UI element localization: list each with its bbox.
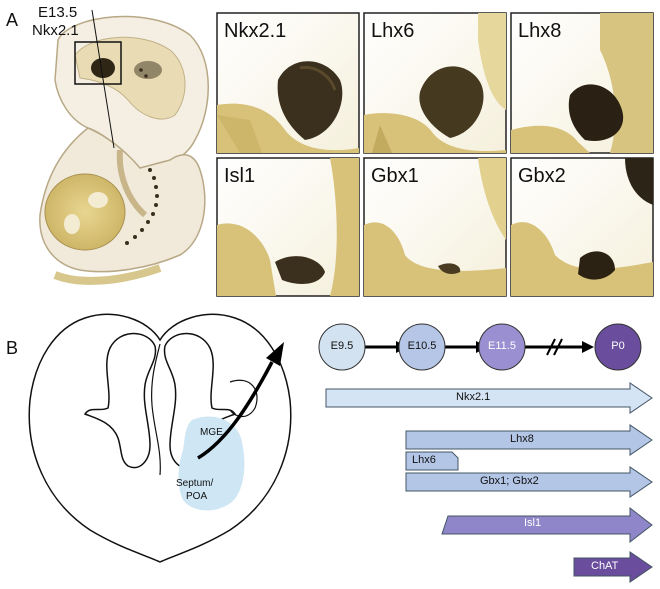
arrow-chat xyxy=(573,551,653,583)
embryo-whole-mount-image xyxy=(39,9,209,285)
tile-isl1 xyxy=(216,157,360,297)
timepoint-label-e105: E10.5 xyxy=(407,340,437,352)
timepoint-label-e95: E9.5 xyxy=(330,340,354,352)
tile-lhx6 xyxy=(363,12,507,154)
tile-gbx1 xyxy=(363,157,507,297)
tile-label-isl1: Isl1 xyxy=(224,165,256,187)
tile-label-lhx6: Lhx6 xyxy=(371,20,415,42)
panel-a-letter: A xyxy=(6,10,19,30)
mge-label: MGE xyxy=(200,427,223,438)
arrow-label-lhx6: Lhx6 xyxy=(412,454,436,466)
developmental-timeline xyxy=(318,323,642,371)
arrow-label-lhx8: Lhx8 xyxy=(510,433,534,445)
arrow-label-gbx: Gbx1; Gbx2 xyxy=(480,475,539,487)
arrow-isl1 xyxy=(441,506,653,544)
tile-label-gbx2: Gbx2 xyxy=(518,165,566,187)
brain-section-diagram xyxy=(28,313,292,563)
timepoint-label-p0: P0 xyxy=(611,340,625,352)
tile-label-lhx8: Lhx8 xyxy=(518,20,562,42)
gene-label: Nkx2.1 xyxy=(32,22,79,39)
timepoint-e95 xyxy=(318,323,366,371)
tile-gbx2 xyxy=(510,157,654,297)
inset-box xyxy=(74,41,122,85)
septum-label-line1: Septum/ xyxy=(176,478,214,489)
expression-arrows xyxy=(325,382,653,583)
tile-label-gbx1: Gbx1 xyxy=(371,165,419,187)
timepoint-e115 xyxy=(478,323,526,371)
arrow-nkx21 xyxy=(325,382,653,414)
septum-label-line2: POA xyxy=(186,491,208,502)
timepoint-e105 xyxy=(398,323,446,371)
arrow-label-isl1: Isl1 xyxy=(524,517,542,529)
tile-label-nkx21: Nkx2.1 xyxy=(224,20,287,42)
timepoint-label-e115: E11.5 xyxy=(488,340,516,352)
arrow-label-nkx21: Nkx2.1 xyxy=(456,391,491,403)
arrow-lhx6 xyxy=(405,451,459,471)
tile-lhx8 xyxy=(510,12,654,154)
arrow-lhx8 xyxy=(405,424,653,456)
panel-b-letter: B xyxy=(6,338,19,358)
in-situ-tile-grid xyxy=(216,12,654,297)
arrow-label-chat: ChAT xyxy=(591,560,619,572)
timepoint-p0 xyxy=(594,323,642,371)
arrow-gbx xyxy=(405,466,653,498)
stage-label: E13.5 xyxy=(38,4,78,21)
tile-nkx21 xyxy=(216,12,360,154)
